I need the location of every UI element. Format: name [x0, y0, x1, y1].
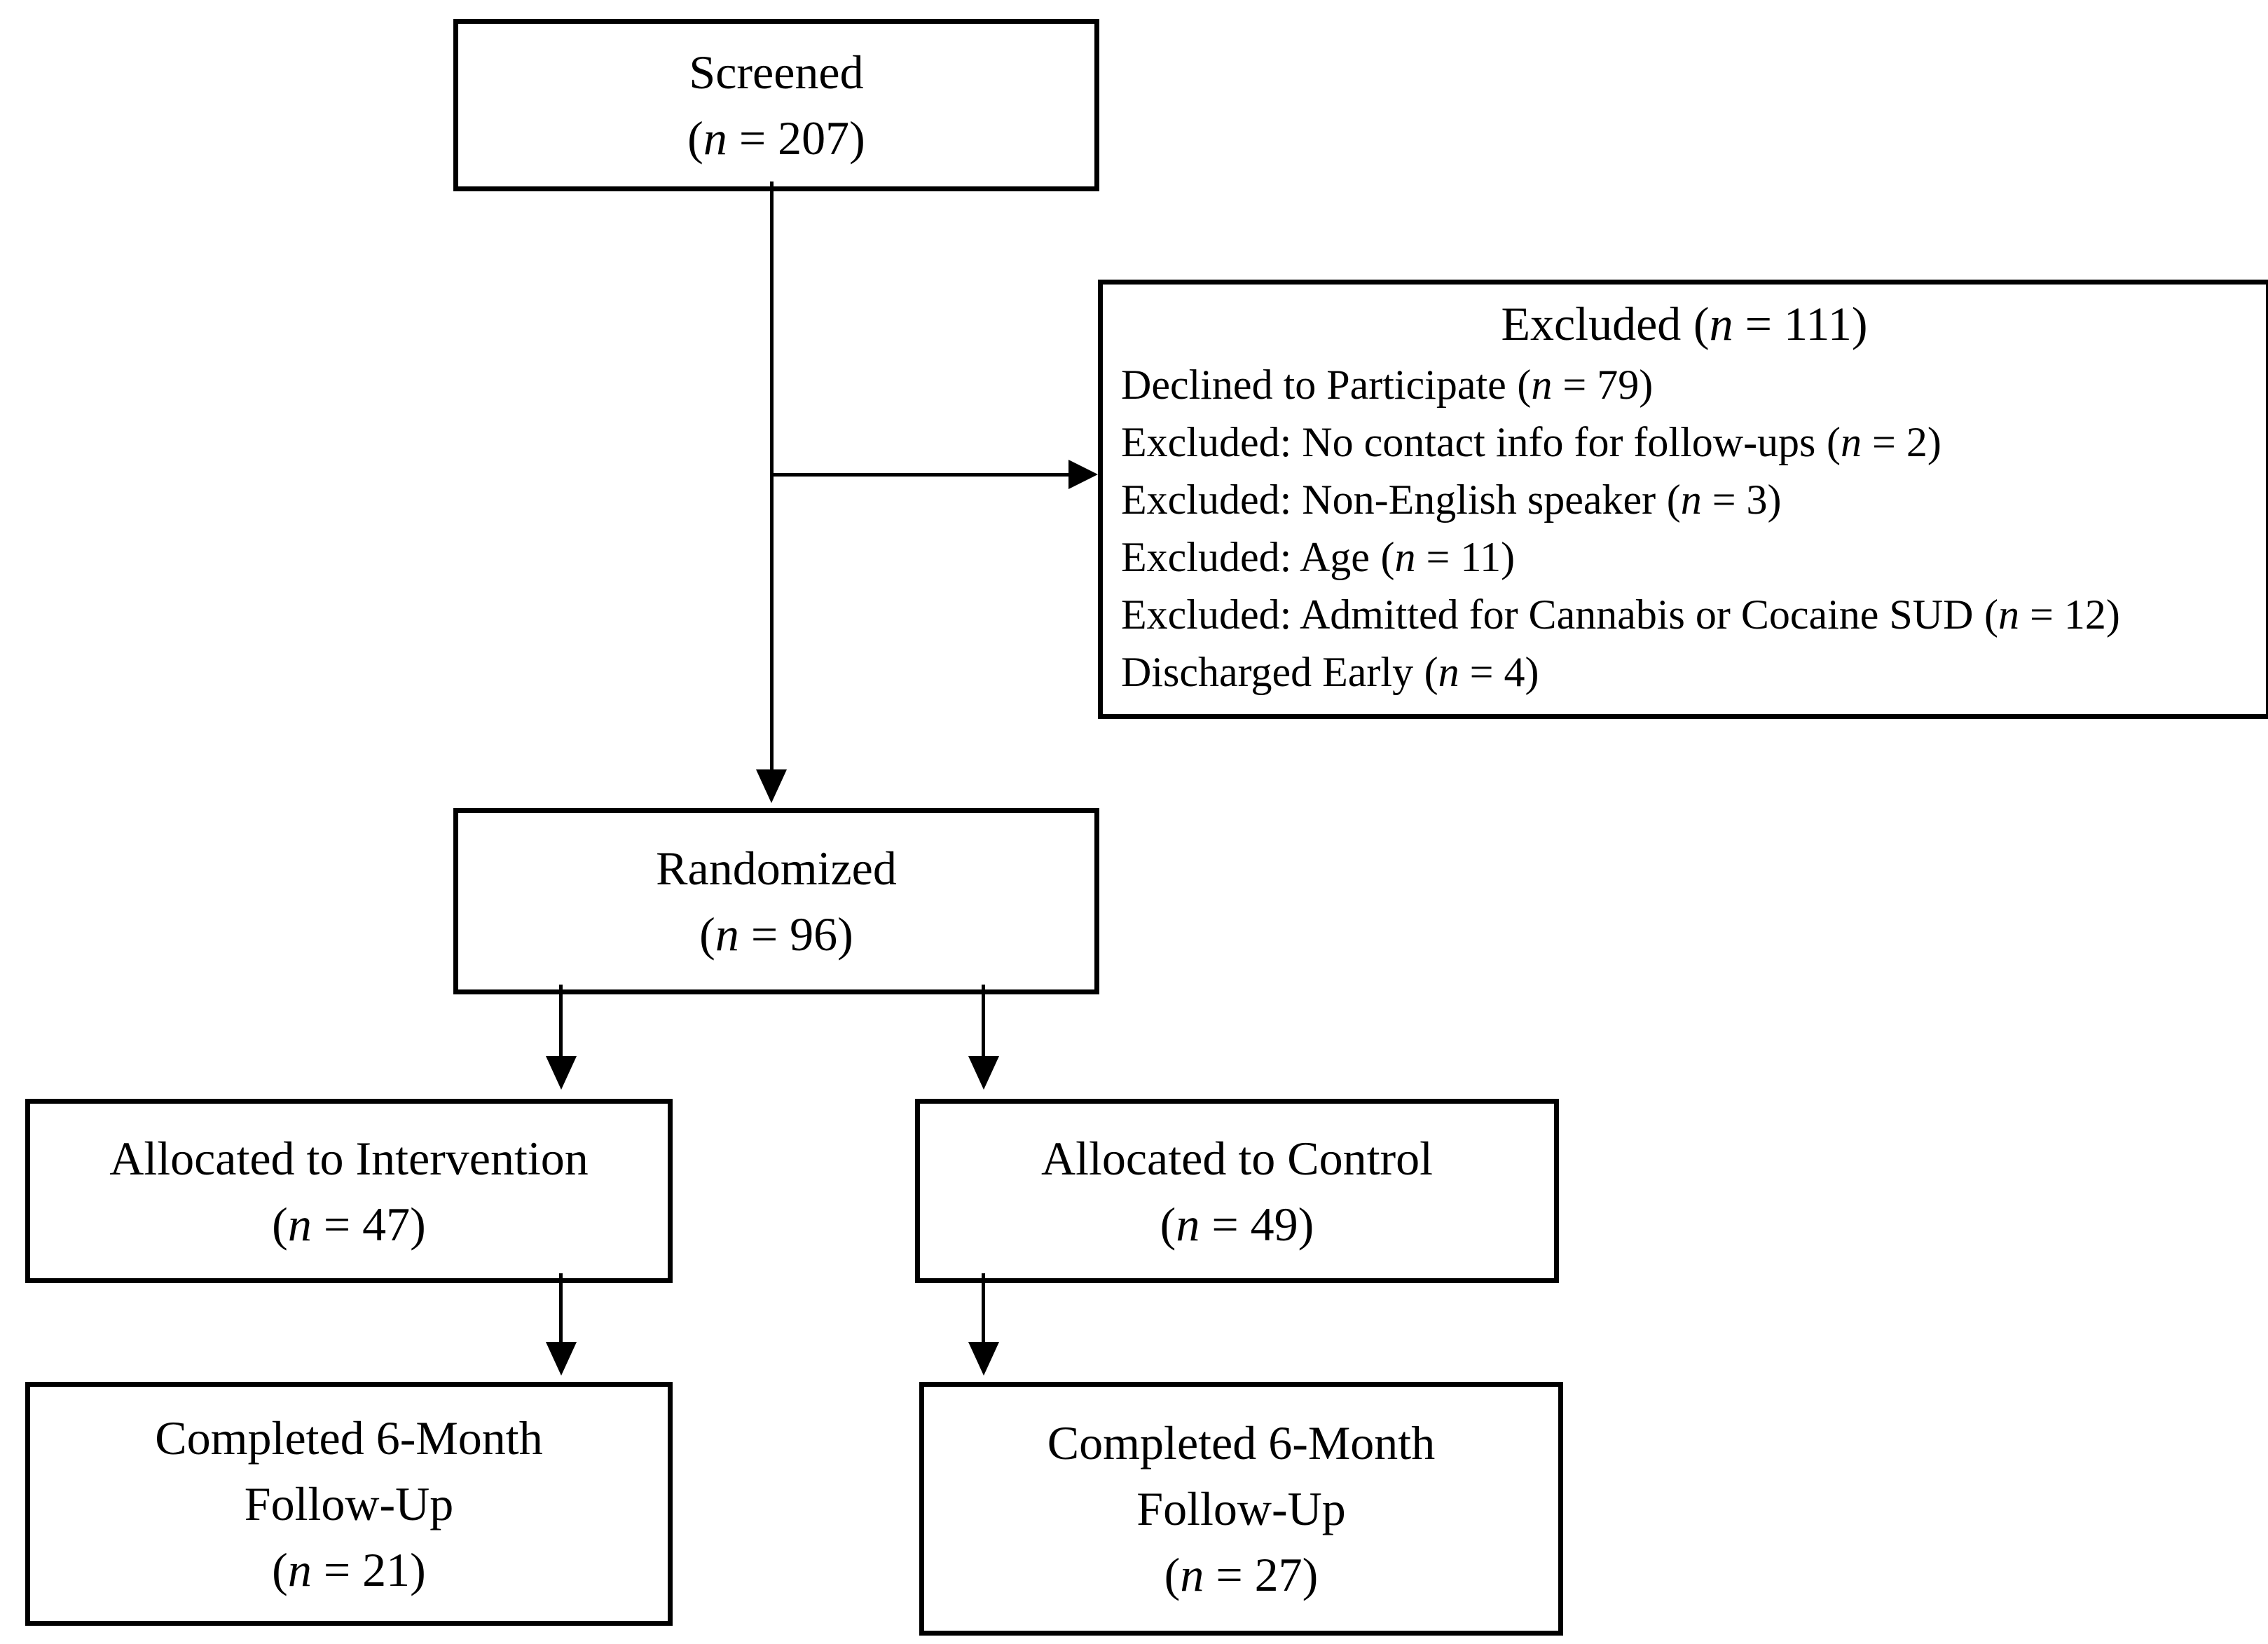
down-arrowhead-icon — [968, 1056, 999, 1090]
sample-size: (n = 4) — [1424, 649, 1539, 695]
n-symbol: n — [1180, 1548, 1204, 1601]
intervention-box: Allocated to Intervention (n = 47) — [25, 1099, 673, 1283]
excluded-box: Excluded(n = 111) Declined to Participat… — [1098, 280, 2268, 719]
n-symbol: n — [703, 111, 727, 165]
down-arrowhead-icon — [968, 1342, 999, 1376]
completed-control-title-line2: Follow-Up — [1136, 1482, 1346, 1535]
right-arrowhead-icon — [1068, 460, 1098, 489]
intervention-count: (n = 47) — [272, 1197, 426, 1251]
randomized-count: (n = 96) — [699, 907, 853, 961]
n-symbol: n — [1531, 362, 1553, 408]
down-arrowhead-icon — [756, 769, 787, 803]
sample-size: (n = 111) — [1693, 297, 1868, 350]
n-symbol: n — [1998, 591, 2020, 638]
sample-size: (n = 79) — [1517, 362, 1654, 408]
excluded-item: Excluded: Non-English speaker(n = 3) — [1121, 477, 1782, 523]
n-symbol: n — [287, 1197, 312, 1251]
sample-size: (n = 2) — [1827, 419, 1941, 465]
connector-control-to-completed — [982, 1273, 985, 1343]
completed-control-title-line1: Completed 6-Month — [1047, 1416, 1436, 1470]
connector-to-excluded — [771, 473, 1070, 477]
completed-intervention-title-line1: Completed 6-Month — [155, 1411, 543, 1465]
n-symbol: n — [715, 907, 739, 961]
completed-control-count: (n = 27) — [1164, 1548, 1319, 1601]
randomized-box: Randomized (n = 96) — [453, 808, 1099, 994]
n-symbol: n — [1840, 419, 1862, 465]
intervention-title: Allocated to Intervention — [109, 1131, 589, 1185]
sample-size: (n = 11) — [1380, 534, 1516, 580]
excluded-item: Excluded: Admitted for Cannabis or Cocai… — [1121, 591, 2120, 638]
screened-box: Screened (n = 207) — [453, 19, 1099, 191]
control-count: (n = 49) — [1160, 1197, 1314, 1251]
screened-title: Screened — [689, 46, 864, 99]
down-arrowhead-icon — [546, 1056, 577, 1090]
screened-count: (n = 207) — [687, 111, 865, 165]
n-symbol: n — [287, 1543, 312, 1596]
completed-intervention-box: Completed 6-Month Follow-Up (n = 21) — [25, 1382, 673, 1626]
n-symbol: n — [1394, 534, 1416, 580]
excluded-title: Excluded(n = 111) — [1501, 297, 1868, 350]
n-symbol: n — [1680, 477, 1702, 523]
excluded-item: Discharged Early(n = 4) — [1121, 649, 1539, 695]
completed-control-box: Completed 6-Month Follow-Up (n = 27) — [919, 1382, 1563, 1636]
excluded-item: Excluded: Age(n = 11) — [1121, 534, 1516, 580]
randomized-title: Randomized — [656, 842, 897, 895]
n-symbol: n — [1176, 1197, 1200, 1251]
control-box: Allocated to Control (n = 49) — [915, 1099, 1559, 1283]
connector-randomized-to-control — [982, 985, 985, 1057]
connector-randomized-to-intervention — [559, 985, 563, 1057]
excluded-item: Excluded: No contact info for follow-ups… — [1121, 419, 1941, 465]
completed-intervention-title-line2: Follow-Up — [244, 1477, 454, 1530]
n-symbol: n — [1438, 649, 1459, 695]
n-symbol: n — [1709, 297, 1733, 350]
completed-intervention-count: (n = 21) — [272, 1543, 426, 1596]
sample-size: (n = 3) — [1666, 477, 1782, 523]
sample-size: (n = 12) — [1984, 591, 2120, 638]
excluded-item: Declined to Participate(n = 79) — [1121, 362, 1654, 408]
control-title: Allocated to Control — [1040, 1131, 1433, 1185]
down-arrowhead-icon — [546, 1342, 577, 1376]
connector-intervention-to-completed — [559, 1273, 563, 1343]
